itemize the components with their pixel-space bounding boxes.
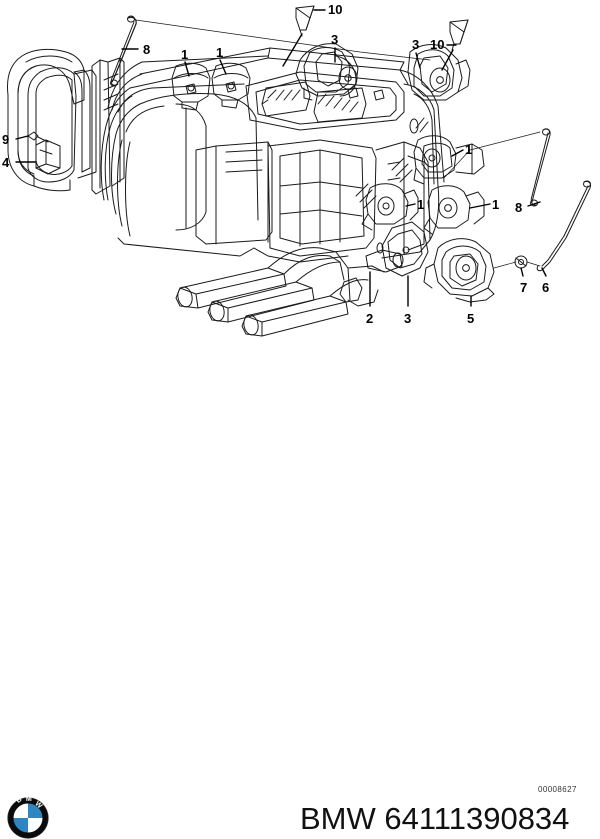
diagram-illustration <box>7 5 591 337</box>
drawing-code: 00008627 <box>538 785 577 794</box>
bmw-logo-icon: B M W <box>7 797 49 839</box>
callout-leader-lines <box>15 9 547 307</box>
callout-number-4: 4 <box>2 155 10 170</box>
callout-number-5: 5 <box>467 311 475 326</box>
callout-number-3: 3 <box>404 311 412 326</box>
callout-number-1: 1 <box>465 142 473 157</box>
brand-part-number: BMW 64111390834 <box>300 801 570 836</box>
callout-number-8: 8 <box>515 200 523 215</box>
callout-number-1: 1 <box>181 47 189 62</box>
footer-bar: B M W BMW 64111390834 00008627 <box>0 390 600 839</box>
callout-number-8: 8 <box>143 42 151 57</box>
callout-number-10: 10 <box>328 2 343 17</box>
callout-number-2: 2 <box>366 311 374 326</box>
callout-number-6: 6 <box>542 280 550 295</box>
callout-number-9: 9 <box>2 132 10 147</box>
callout-number-1: 1 <box>492 197 500 212</box>
callout-number-1: 1 <box>216 45 224 60</box>
callout-number-3: 3 <box>331 32 339 47</box>
svg-text:M: M <box>26 797 32 803</box>
callout-number-1: 1 <box>417 197 425 212</box>
callout-number-10: 10 <box>430 37 445 52</box>
callout-number-7: 7 <box>520 280 528 295</box>
callout-number-3: 3 <box>412 37 420 52</box>
